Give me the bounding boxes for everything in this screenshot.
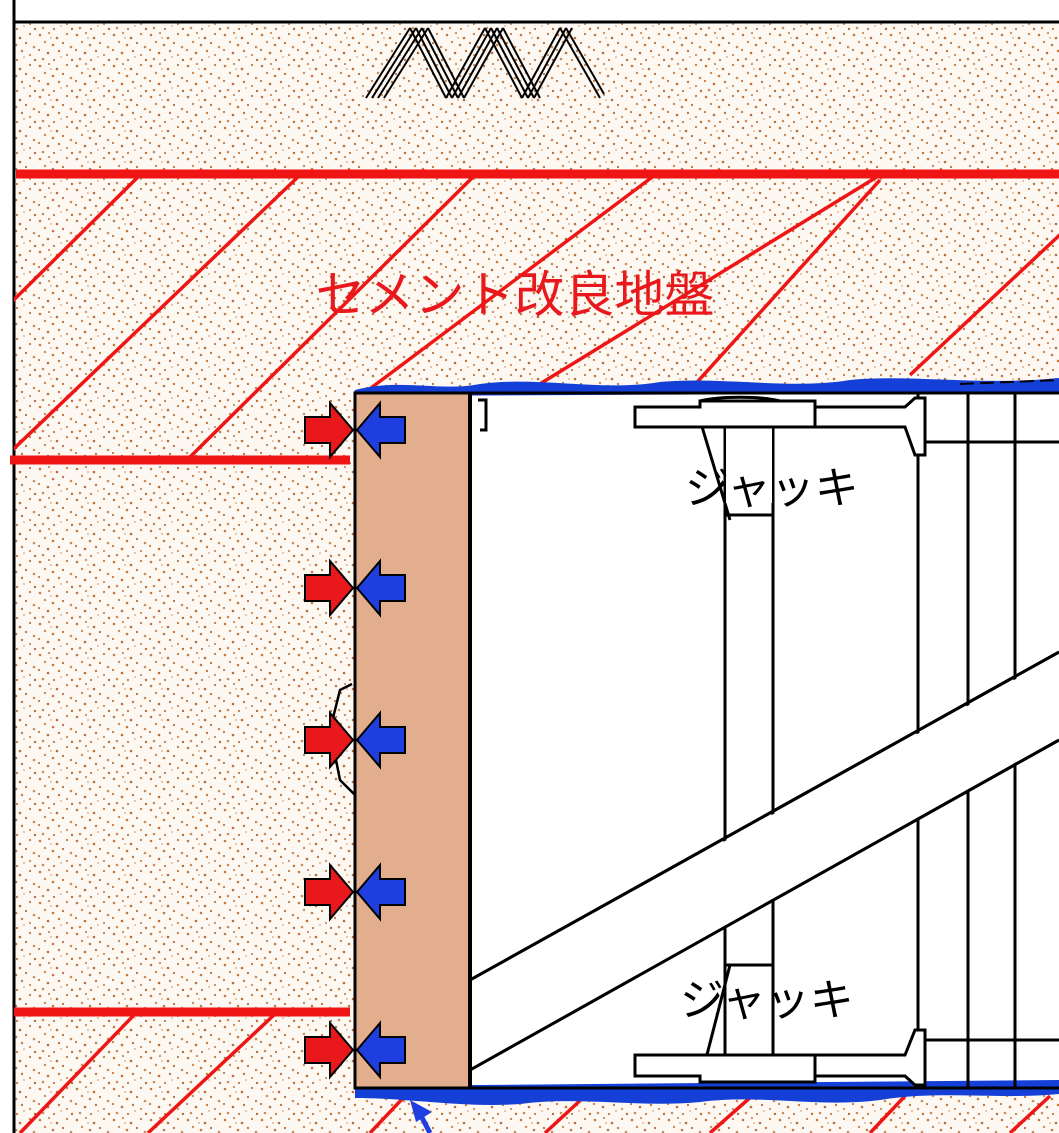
sealant-bottom [355,1080,1059,1105]
improved-soil-boundary [10,169,1059,1017]
blue-pressure-arrow-3 [355,710,406,770]
ground-label: セメント改良地盤 [316,266,715,324]
jack-top [633,395,927,457]
jack-label-top: ジャッキ [685,463,859,514]
pointer-arrow-icon [410,1100,433,1133]
pressure-arrow-pairs [304,400,406,1080]
blue-pressure-arrow-4 [355,862,406,922]
blue-pressure-arrow-2 [355,558,406,618]
jack-label-bottom: ジャッキ [680,975,854,1026]
red-pressure-arrow-3 [304,710,355,770]
blue-pressure-arrow-5 [355,1020,406,1080]
red-pressure-arrow-2 [304,558,355,618]
strut-edge-lower [469,738,1059,1072]
strut-edge-upper [469,650,1059,982]
diagonal-strut-fill [472,655,1059,1068]
jack-bottom [633,1028,927,1087]
blue-pressure-arrow-1 [355,400,406,460]
red-pressure-arrow-5 [304,1020,355,1080]
ground-surface-hatch-symbol [365,27,605,99]
red-pressure-arrow-4 [304,862,355,922]
liner-top-dash [959,379,1059,385]
red-pressure-arrow-1 [304,400,355,460]
improved-soil-hatching [14,175,1059,1133]
wall-bracket [478,398,488,432]
